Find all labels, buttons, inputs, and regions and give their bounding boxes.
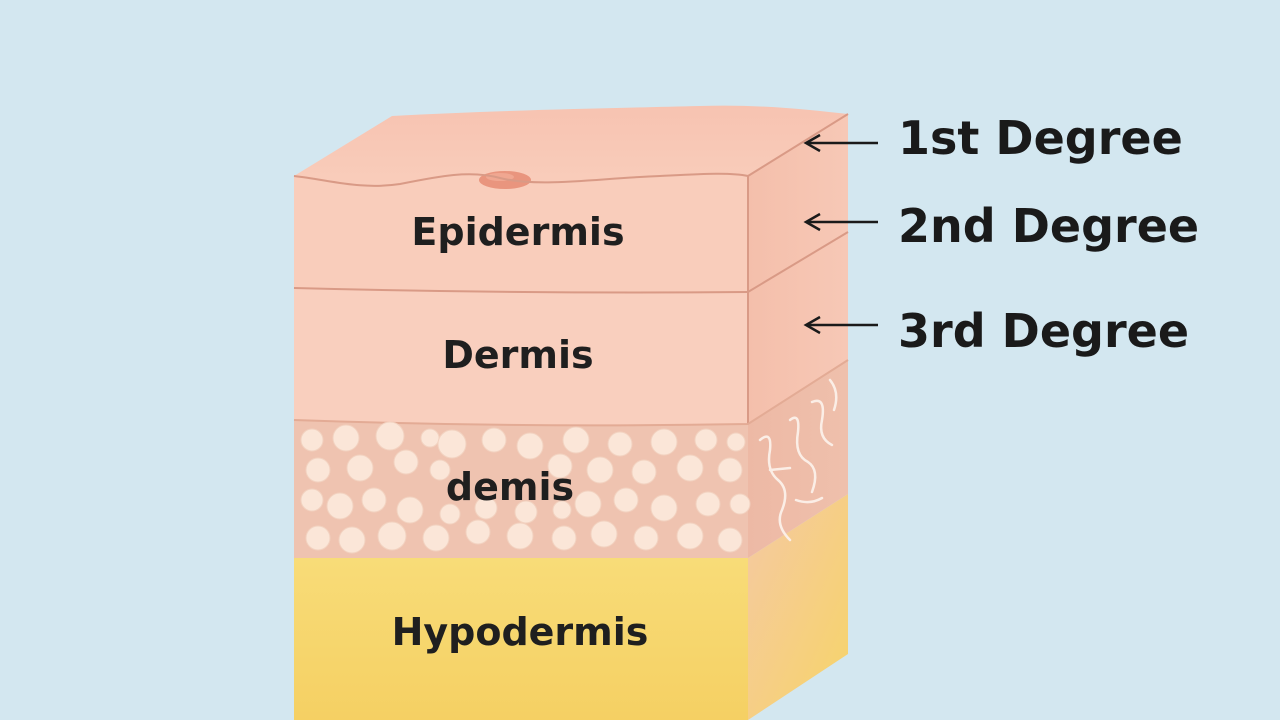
fat-globule — [514, 500, 538, 524]
epidermis-front — [294, 173, 748, 293]
fat-globule — [481, 427, 507, 453]
hypodermis-front — [294, 558, 748, 720]
fat-globule — [393, 449, 419, 475]
fat-globule — [717, 457, 743, 483]
label-3rd-degree: 3rd Degree — [898, 304, 1189, 358]
fat-globule — [631, 459, 657, 485]
fat-globule — [633, 525, 659, 551]
label-epidermis: Epidermis — [411, 210, 624, 254]
fat-globule — [300, 488, 324, 512]
fat-globule — [300, 428, 324, 452]
fat-top-boundary — [293, 359, 849, 427]
fat-globule — [562, 426, 590, 454]
fat-globule — [437, 429, 467, 459]
fat-globule — [695, 491, 721, 517]
degree-arrow-2 — [803, 212, 878, 232]
fat-globule — [429, 459, 451, 481]
fat-globule — [650, 428, 678, 456]
dermis-front — [294, 288, 748, 426]
fat-globule — [726, 432, 746, 452]
fat-globule — [729, 493, 751, 515]
fat-globule — [420, 428, 440, 448]
fat-globule — [516, 432, 544, 460]
top-surface — [294, 105, 848, 186]
fat-globule — [547, 453, 573, 479]
fat-globule — [613, 487, 639, 513]
fat-globule — [552, 500, 572, 520]
fat-globule — [326, 492, 354, 520]
label-hypodermis: Hypodermis — [392, 610, 649, 654]
fat-globule — [676, 454, 704, 482]
fat-globule — [375, 421, 405, 451]
fat-globule — [676, 522, 704, 550]
label-fat-layer: demis — [446, 465, 574, 509]
fat-globules — [300, 421, 751, 554]
fat-globule — [396, 496, 424, 524]
fat-globule — [574, 490, 602, 518]
fat-globule — [474, 496, 498, 520]
fat-globule — [305, 457, 331, 483]
fat-globule — [422, 524, 450, 552]
fat-globule — [551, 525, 577, 551]
fat-globule — [332, 424, 360, 452]
fat-globule — [506, 522, 534, 550]
fat-globule — [586, 456, 614, 484]
epidermis-side — [748, 114, 848, 292]
layer-boundaries — [293, 113, 849, 424]
fat-globule — [607, 431, 633, 457]
fat-globule — [305, 525, 331, 551]
fat-globule — [465, 519, 491, 545]
fat-globule — [590, 520, 618, 548]
degree-arrow-1 — [803, 133, 878, 153]
label-dermis: Dermis — [442, 333, 593, 377]
label-1st-degree: 1st Degree — [898, 111, 1183, 165]
fat-side-vessels — [758, 378, 838, 542]
fat-globule — [694, 428, 718, 452]
fat-globule — [338, 526, 366, 554]
fat-globule — [650, 494, 678, 522]
fat-globule — [717, 527, 743, 553]
label-2nd-degree: 2nd Degree — [898, 199, 1199, 253]
fat-globule — [439, 503, 461, 525]
degree-arrow-3 — [803, 315, 878, 335]
hypodermis-side — [748, 494, 848, 720]
fat-globule — [346, 454, 374, 482]
fat-globule — [361, 487, 387, 513]
fat-globule — [377, 521, 407, 551]
